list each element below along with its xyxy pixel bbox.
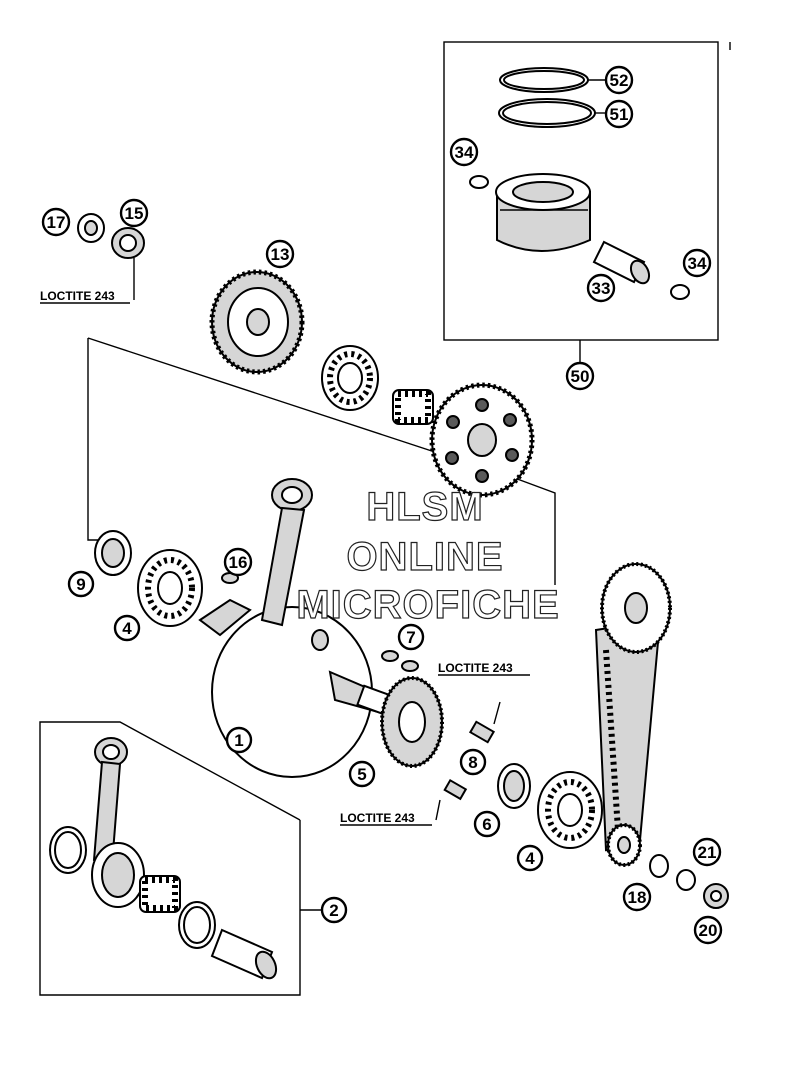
ball-bearing-icon: [537, 771, 603, 849]
callout-33: 33: [586, 273, 616, 303]
svg-text:33: 33: [592, 279, 611, 298]
piston-pin-icon: [210, 928, 278, 980]
loctite-label-text: LOCTITE 243: [438, 661, 513, 675]
callout-1: 1: [225, 726, 253, 754]
piston-rings-icon: [498, 67, 596, 128]
svg-text:5: 5: [357, 765, 366, 784]
washer-icon: [676, 869, 696, 891]
svg-text:15: 15: [125, 204, 144, 223]
callout-18: 18: [622, 882, 652, 912]
svg-text:13: 13: [271, 245, 290, 264]
needle-bearing-icon: [392, 389, 434, 425]
callout-7: 7: [397, 623, 425, 651]
svg-text:2: 2: [329, 901, 338, 920]
callout-17: 17: [41, 207, 71, 237]
svg-text:16: 16: [229, 553, 248, 572]
callout-16: 16: [223, 547, 253, 577]
callout-4: 4: [113, 614, 141, 642]
loctite-label: LOCTITE 243: [340, 811, 432, 826]
leader-line: [493, 701, 501, 725]
callout-20: 20: [693, 915, 723, 945]
svg-text:21: 21: [698, 843, 717, 862]
ball-bearing-icon: [137, 549, 203, 627]
flywheel-icon: [209, 269, 305, 375]
callout-2: 2: [320, 896, 348, 924]
watermark-line-3: MICROFICHE: [296, 583, 559, 627]
svg-text:18: 18: [628, 888, 647, 907]
circlip-icon: [670, 284, 690, 300]
svg-text:20: 20: [699, 921, 718, 940]
washer-icon: [649, 854, 669, 878]
connecting-rod-icon: [260, 478, 313, 627]
svg-text:50: 50: [571, 367, 590, 386]
balancer-gear-icon: [429, 382, 535, 498]
svg-text:7: 7: [406, 628, 415, 647]
svg-text:52: 52: [610, 71, 629, 90]
timing-chain-icon: [594, 618, 662, 852]
callout-50: 50: [565, 361, 595, 391]
needle-bearing-icon: [139, 875, 181, 913]
bolt-icon: [468, 720, 496, 744]
svg-text:34: 34: [688, 254, 707, 273]
svg-text:1: 1: [234, 731, 243, 750]
watermark-line-1: HLSM: [366, 485, 483, 529]
svg-text:8: 8: [468, 753, 477, 772]
washer-icon: [497, 763, 531, 809]
svg-text:51: 51: [610, 105, 629, 124]
assembly-outline: [87, 338, 106, 541]
leader-line: [435, 799, 441, 821]
loctite-label: LOCTITE 243: [40, 289, 130, 304]
svg-text:6: 6: [482, 815, 491, 834]
callout-34: 34: [449, 137, 479, 167]
callout-52: 52: [604, 65, 634, 95]
sprocket-icon: [606, 823, 642, 867]
nut-icon: [111, 227, 145, 259]
piston-pin-icon: [592, 240, 651, 285]
piston-icon: [495, 173, 591, 252]
loctite-label-text: LOCTITE 243: [340, 811, 415, 825]
circlip-icon: [469, 175, 489, 189]
sprocket-icon: [600, 562, 672, 654]
loctite-label: LOCTITE 243: [438, 661, 530, 676]
washer-icon: [178, 901, 216, 949]
woodruff-key-icon: [381, 650, 419, 672]
svg-text:4: 4: [122, 619, 132, 638]
nut-icon: [703, 883, 729, 909]
piston-kit-box: [443, 41, 719, 341]
callout-51: 51: [604, 99, 634, 129]
assembly-outline: [519, 479, 556, 585]
callout-6: 6: [473, 810, 501, 838]
callout-15: 15: [119, 198, 149, 228]
bolt-icon: [443, 778, 468, 801]
sprocket-icon: [380, 676, 444, 768]
svg-text:4: 4: [525, 849, 535, 868]
callout-4: 4: [516, 844, 544, 872]
callout-13: 13: [265, 239, 295, 269]
callout-9: 9: [67, 570, 95, 598]
washer-icon: [49, 826, 87, 874]
washer-icon: [77, 213, 105, 243]
callout-8: 8: [459, 748, 487, 776]
ball-bearing-icon: [321, 345, 379, 411]
svg-text:9: 9: [76, 575, 85, 594]
callout-5: 5: [348, 760, 376, 788]
watermark-line-2: ONLINE: [346, 535, 503, 579]
washer-icon: [94, 530, 132, 576]
callout-34: 34: [682, 248, 712, 278]
loctite-label-text: LOCTITE 243: [40, 289, 115, 303]
connecting-rod-icon: [91, 737, 145, 908]
callout-21: 21: [692, 837, 722, 867]
svg-text:34: 34: [455, 143, 474, 162]
svg-text:17: 17: [47, 213, 66, 232]
watermark: HLSM ONLINE MICROFICHE: [296, 484, 560, 627]
conrod-kit-box: [39, 721, 301, 996]
